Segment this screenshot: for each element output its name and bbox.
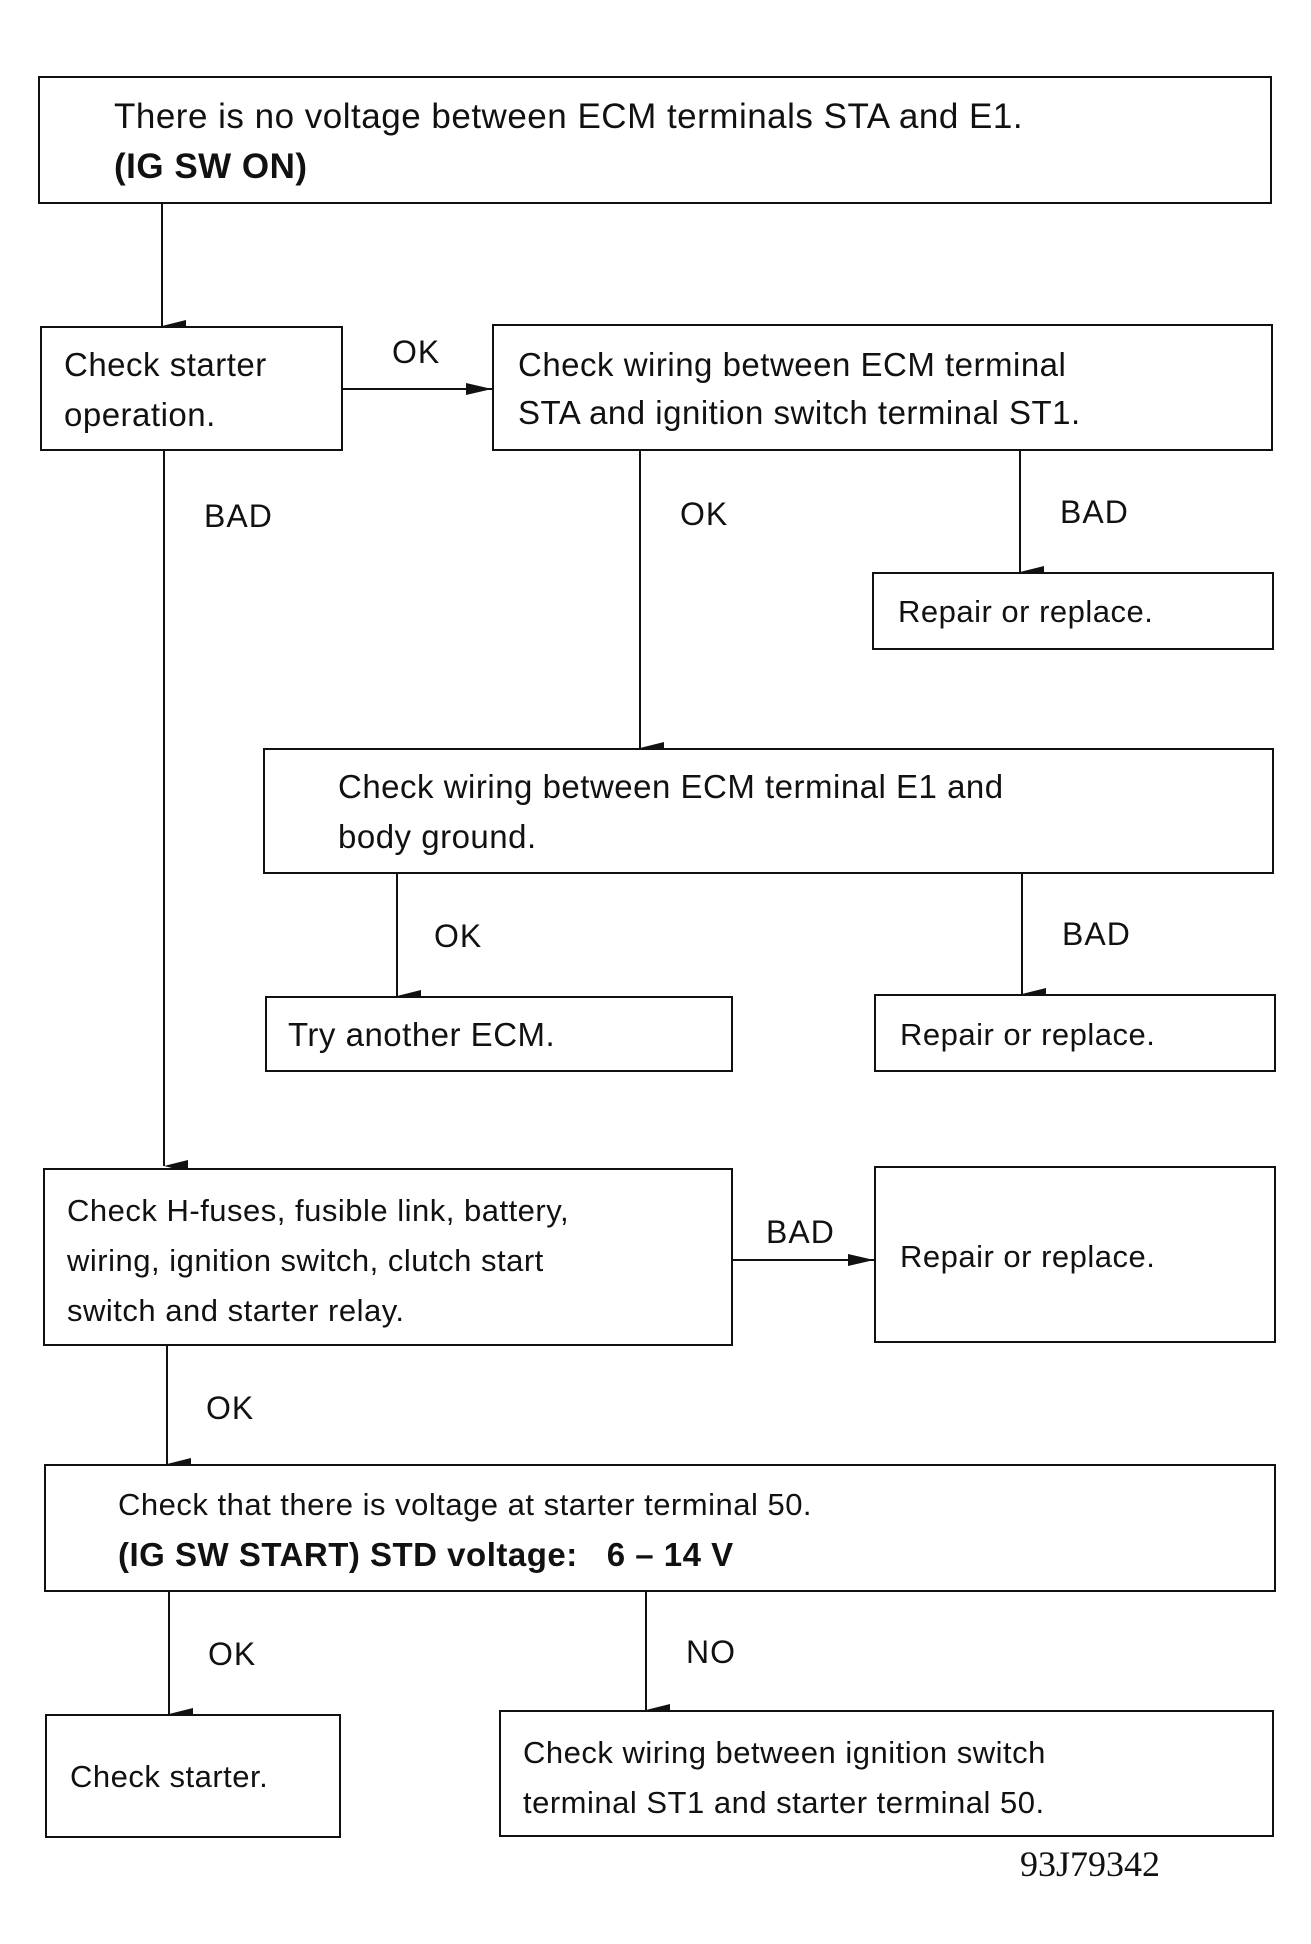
check-starter-operation-box <box>40 326 343 451</box>
label-bad-fuses: BAD <box>766 1214 835 1250</box>
label-bad-e1-wiring: BAD <box>1062 916 1131 952</box>
start-text-1: There is no voltage between ECM terminal… <box>114 97 1024 136</box>
label-ok-e1-wiring: OK <box>434 918 483 954</box>
check-starter-box <box>45 1714 341 1838</box>
check-voltage-box <box>44 1464 1276 1592</box>
label-bad-starter-operation: BAD <box>204 498 273 534</box>
repair-2-box <box>874 994 1276 1072</box>
check-fuses-text-2: wiring, ignition switch, clutch start <box>67 1243 544 1278</box>
check-e1-wiring-text-2: body ground. <box>338 818 537 855</box>
label-ok-sta-wiring: OK <box>680 496 729 532</box>
check-e1-wiring-box <box>263 748 1274 874</box>
start-text-2: (IG SW ON) <box>114 147 308 186</box>
check-st1-wiring-box <box>499 1710 1274 1837</box>
label-ok-fuses: OK <box>206 1390 255 1426</box>
check-st1-wiring-text-1: Check wiring between ignition switch <box>523 1735 1046 1770</box>
label-no-voltage: NO <box>686 1634 736 1670</box>
repair-3-box <box>874 1166 1276 1343</box>
check-sta-wiring-box <box>492 324 1273 451</box>
label-bad-sta-wiring: BAD <box>1060 494 1129 530</box>
check-voltage-text-1: Check that there is voltage at starter t… <box>118 1487 813 1522</box>
check-starter-operation-text-1: Check starter <box>64 346 267 383</box>
label-ok-voltage: OK <box>208 1636 257 1672</box>
figure-code: 93J79342 <box>1020 1844 1161 1884</box>
repair-1-box <box>872 572 1274 650</box>
label-ok-starter-operation: OK <box>392 334 441 370</box>
check-sta-wiring-text-1: Check wiring between ECM terminal <box>518 346 1067 383</box>
check-e1-wiring-text-1: Check wiring between ECM terminal E1 and <box>338 768 1004 805</box>
check-starter-text: Check starter. <box>70 1759 269 1794</box>
check-sta-wiring-text-2: STA and ignition switch terminal ST1. <box>518 394 1081 431</box>
repair-3-text: Repair or replace. <box>900 1239 1156 1274</box>
check-fuses-text-3: switch and starter relay. <box>67 1293 405 1328</box>
repair-2-text: Repair or replace. <box>900 1017 1156 1052</box>
try-another-ecm-text: Try another ECM. <box>288 1016 556 1053</box>
check-fuses-text-1: Check H-fuses, fusible link, battery, <box>67 1193 570 1228</box>
start-box <box>38 76 1272 204</box>
check-voltage-text-2: (IG SW START) STD voltage: 6 – 14 V <box>118 1536 734 1573</box>
check-st1-wiring-text-2: terminal ST1 and starter terminal 50. <box>523 1785 1045 1820</box>
check-fuses-box <box>43 1168 733 1346</box>
check-starter-operation-text-2: operation. <box>64 396 216 433</box>
try-another-ecm-box <box>265 996 733 1072</box>
repair-1-text: Repair or replace. <box>898 594 1154 629</box>
